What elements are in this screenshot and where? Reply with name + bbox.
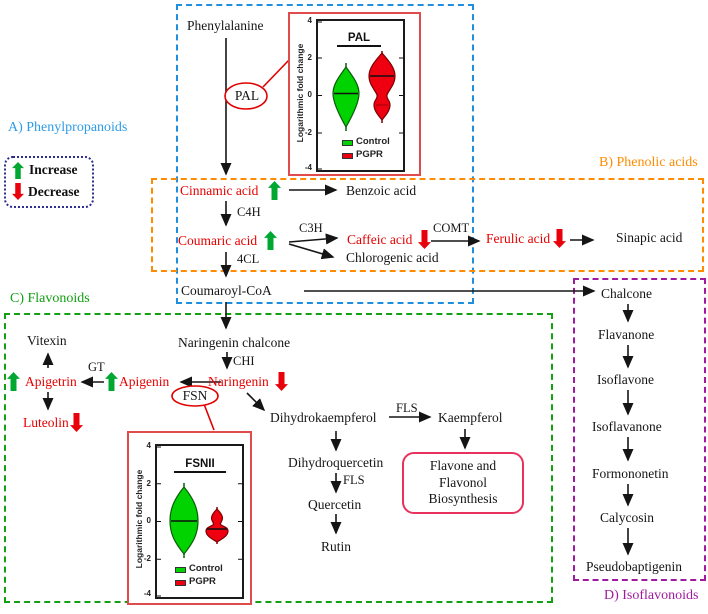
enzyme-comt: COMT bbox=[433, 221, 470, 235]
enzyme-4cl: 4CL bbox=[237, 252, 260, 266]
enzyme-fls-2: FLS bbox=[343, 473, 365, 487]
node-dihydroquercetin: Dihydroquercetin bbox=[288, 455, 384, 470]
pal-inset-chart: Logarithmic fold change 4 2 0 -2 -4 PAL … bbox=[288, 12, 421, 176]
section-b-label: B) Phenolic acids bbox=[599, 155, 698, 170]
fsnii-tick-neg4: -4 bbox=[143, 589, 151, 598]
pal-pgpr-swatch bbox=[342, 153, 353, 159]
pal-chart-title: PAL bbox=[337, 32, 381, 47]
node-caffeic-acid: Caffeic acid bbox=[347, 232, 413, 247]
node-chlorogenic-acid: Chlorogenic acid bbox=[346, 250, 439, 265]
section-a-label: A) Phenylpropanoids bbox=[8, 120, 128, 135]
isoflavonoids-box bbox=[573, 278, 706, 581]
node-coumaric-acid: Coumaric acid bbox=[178, 233, 258, 248]
section-d-label: D) Isoflavonoids bbox=[604, 588, 699, 603]
pal-control-swatch bbox=[342, 140, 353, 146]
pal-tick-0: 0 bbox=[307, 90, 312, 99]
pal-violin-plot bbox=[318, 21, 403, 170]
node-apigenin: Apigenin bbox=[119, 374, 170, 389]
fsnii-control-swatch bbox=[175, 567, 186, 573]
node-calycosin: Calycosin bbox=[600, 510, 654, 525]
node-luteolin: Luteolin bbox=[23, 415, 69, 430]
pal-tick-4: 4 bbox=[307, 16, 312, 25]
decrease-label: Decrease bbox=[28, 184, 80, 199]
flavone-flavonol-biosynthesis-box: Flavone and Flavonol Biosynthesis bbox=[402, 452, 524, 514]
decrease-arrow-icon bbox=[12, 183, 24, 200]
increase-arrow-icon bbox=[12, 162, 24, 179]
node-pseudobaptigenin: Pseudobaptigenin bbox=[586, 559, 682, 574]
pal-pgpr-label: PGPR bbox=[356, 149, 383, 160]
pal-control-violin bbox=[332, 65, 360, 129]
flavonoids-box bbox=[4, 313, 553, 603]
enzyme-chi: CHI bbox=[233, 354, 255, 368]
fold-change-legend: Increase Decrease bbox=[4, 156, 94, 208]
enzyme-gt: GT bbox=[88, 360, 105, 374]
fsnii-tick-0: 0 bbox=[146, 516, 151, 525]
fsnii-pgpr-swatch bbox=[175, 580, 186, 586]
node-kaempferol: Kaempferol bbox=[438, 410, 503, 425]
fsnii-inset-chart: Logarithmic fold change 4 2 0 -2 -4 FSNI… bbox=[127, 431, 252, 605]
node-ferulic-acid: Ferulic acid bbox=[486, 231, 551, 246]
node-cinnamic-acid: Cinnamic acid bbox=[180, 183, 259, 198]
node-sinapic-acid: Sinapic acid bbox=[616, 230, 683, 245]
fsnii-tick-2: 2 bbox=[146, 479, 151, 488]
node-coumaroyl-coa: Coumaroyl-CoA bbox=[181, 283, 272, 298]
fsnii-tick-4: 4 bbox=[146, 441, 151, 450]
node-naringenin-chalcone: Naringenin chalcone bbox=[178, 335, 291, 350]
node-isoflavone: Isoflavone bbox=[597, 372, 654, 387]
node-naringenin: Naringenin bbox=[208, 374, 269, 389]
pal-tick-neg2: -2 bbox=[304, 128, 312, 137]
fsnii-violin-plot bbox=[157, 446, 242, 597]
fsnii-control-label: Control bbox=[189, 563, 223, 574]
enzyme-fsn: FSN bbox=[182, 388, 208, 403]
fsnii-pgpr-label: PGPR bbox=[189, 576, 216, 587]
section-c-label: C) Flavonoids bbox=[10, 291, 90, 306]
phenolic-acids-box bbox=[151, 178, 704, 272]
node-isoflavanone: Isoflavanone bbox=[592, 419, 662, 434]
node-vitexin: Vitexin bbox=[27, 333, 67, 348]
pal-tick-2: 2 bbox=[307, 53, 312, 62]
node-chalcone: Chalcone bbox=[601, 286, 652, 301]
enzyme-fls-1: FLS bbox=[396, 401, 418, 415]
fsnii-pgpr-violin bbox=[205, 508, 229, 543]
increase-label: Increase bbox=[29, 162, 78, 177]
pal-control-label: Control bbox=[356, 136, 390, 147]
enzyme-pal: PAL bbox=[234, 88, 260, 103]
pal-pgpr-violin bbox=[368, 52, 396, 121]
node-formononetin: Formononetin bbox=[592, 466, 669, 481]
pal-plot-area bbox=[316, 19, 405, 172]
node-dihydrokaempferol: Dihydrokaempferol bbox=[270, 410, 377, 425]
pal-tick-neg4: -4 bbox=[304, 163, 312, 172]
node-benzoic-acid: Benzoic acid bbox=[346, 183, 417, 198]
node-rutin: Rutin bbox=[321, 539, 352, 554]
node-quercetin: Quercetin bbox=[308, 497, 362, 512]
phenylpropanoids-box bbox=[176, 4, 474, 304]
enzyme-c3h: C3H bbox=[299, 221, 323, 235]
node-phenylalanine: Phenylalanine bbox=[187, 18, 264, 33]
enzyme-c4h: C4H bbox=[237, 205, 261, 219]
fsnii-tick-neg2: -2 bbox=[143, 554, 151, 563]
node-flavanone: Flavanone bbox=[598, 327, 655, 342]
node-apigetrin: Apigetrin bbox=[25, 374, 77, 389]
fsnii-chart-title: FSNII bbox=[174, 458, 226, 473]
